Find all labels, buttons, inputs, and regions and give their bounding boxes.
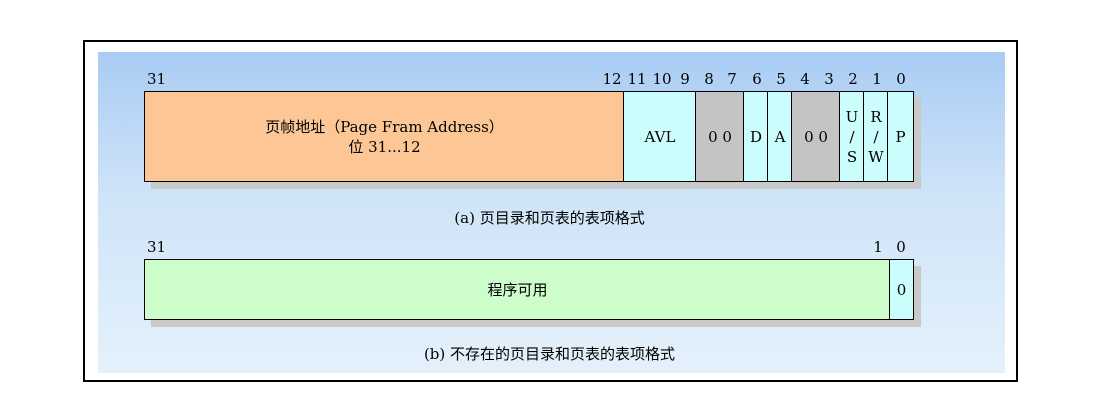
bit-label-5: 5 xyxy=(776,70,786,88)
rw-letter-r: R xyxy=(870,107,882,126)
bit-label-6: 6 xyxy=(752,70,762,88)
dirty-flag-field: D xyxy=(743,91,769,182)
bit-label-1: 1 xyxy=(872,70,882,88)
bit-label-31: 31 xyxy=(147,70,167,88)
bit-label-11: 11 xyxy=(627,70,647,88)
reserved-field-bits-4-3: 0 0 xyxy=(791,91,841,182)
us-slash: / xyxy=(849,127,855,146)
reserved-field-bits-8-7: 0 0 xyxy=(695,91,745,182)
present-flag-field: P xyxy=(887,91,914,182)
bit-label-2: 2 xyxy=(848,70,858,88)
bit-label-12: 12 xyxy=(602,70,622,88)
bit-label-7: 7 xyxy=(727,70,737,88)
read-write-flag-field: R / W xyxy=(863,91,889,182)
caption-b: (b) 不存在的页目录和页表的表项格式 xyxy=(423,345,676,363)
bit-label-4: 4 xyxy=(800,70,810,88)
bit-label-1-b: 1 xyxy=(873,238,883,256)
page-table-entry-a: 页帧地址（Page Fram Address） 位 31...12 AVL 0 … xyxy=(144,91,914,182)
avl-field: AVL xyxy=(623,91,697,182)
rw-letter-w: W xyxy=(868,147,884,166)
rw-slash: / xyxy=(873,127,879,146)
bit-labels-a: 31 12 11 10 9 8 7 6 5 4 3 2 1 0 xyxy=(0,70,1099,90)
frame-address-label: 页帧地址（Page Fram Address） xyxy=(265,117,504,136)
frame-address-field: 页帧地址（Page Fram Address） 位 31...12 xyxy=(144,91,625,182)
bit-label-10: 10 xyxy=(652,70,672,88)
bit-labels-b: 31 1 0 xyxy=(0,238,1099,258)
us-letter-u: U xyxy=(845,107,859,126)
bit-label-0: 0 xyxy=(896,70,906,88)
bit-label-3: 3 xyxy=(824,70,834,88)
bit-label-31-b: 31 xyxy=(147,238,167,256)
bit-label-8: 8 xyxy=(704,70,714,88)
accessed-flag-field: A xyxy=(767,91,793,182)
present-flag-field-b: 0 xyxy=(889,259,914,320)
available-field: 程序可用 xyxy=(144,259,891,320)
us-letter-s: S xyxy=(846,147,858,166)
frame-address-bits: 位 31...12 xyxy=(348,137,421,156)
user-supervisor-flag-field: U / S xyxy=(839,91,865,182)
bit-label-0-b: 0 xyxy=(896,238,906,256)
caption-a: (a) 页目录和页表的表项格式 xyxy=(454,209,645,227)
bit-label-9: 9 xyxy=(680,70,690,88)
page-table-entry-b: 程序可用 0 xyxy=(144,259,914,320)
